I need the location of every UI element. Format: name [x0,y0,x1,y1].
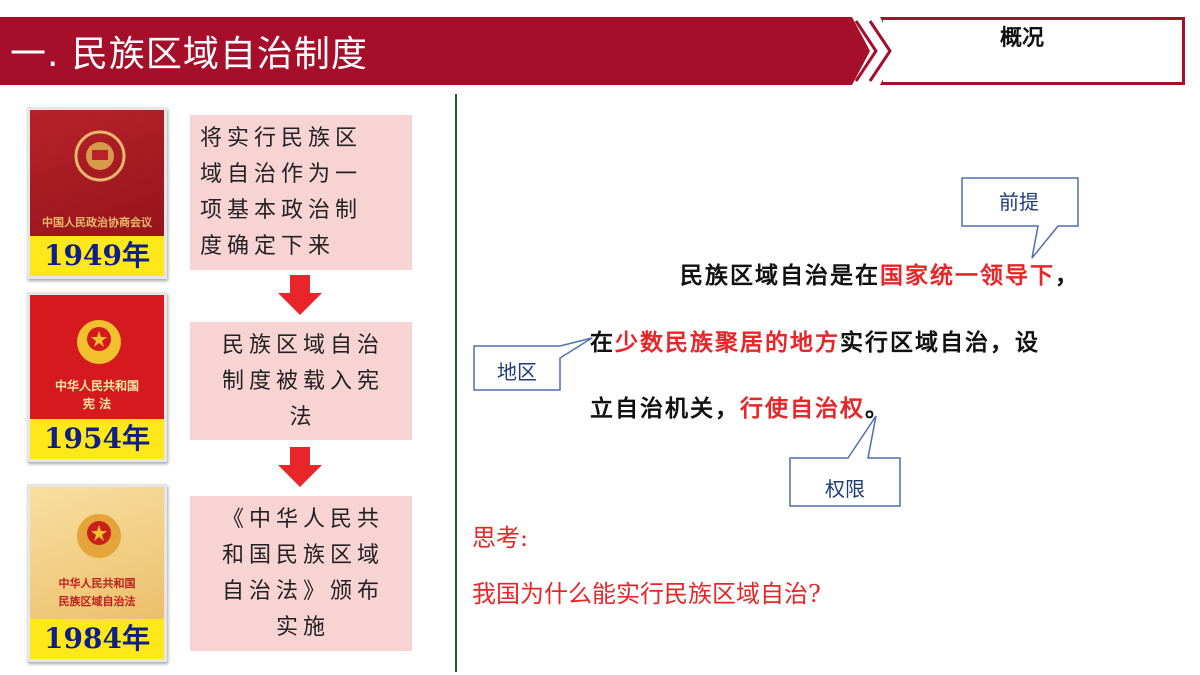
event-description-1984: 《中华人民共 和国民族区域 自治法》颁布 实施 [190,496,412,651]
cover-subtitle: 民族区域自治法 [58,595,136,608]
description-line: 实施 [275,615,330,640]
think-question: 我国为什么能实行民族区域自治? [472,580,821,608]
cover-title: 中国人民政治协商会议 [42,216,152,229]
emblem-icon [77,320,121,364]
callout-region: 地区 [497,360,537,384]
chevron-right-icon [868,20,892,82]
definition-line-1: 民族区域自治是在国家统一领导下， [680,262,1080,289]
description-line: 度确定下来 [200,234,336,259]
description-line: 自治法》颁布 [221,579,384,604]
emblem-icon [77,514,121,558]
description-line: 《中华人民共 [221,507,384,532]
event-description-1954: 民族区域自治 制度被载入宪 法 [190,322,412,440]
description-line: 和国民族区域 [221,543,384,568]
think-label: 思考: [472,524,529,552]
page-title: 一. 民族区域自治制度 [10,34,368,75]
year-label: 1984年 [30,619,164,659]
definition-line-2: 在少数民族聚居的地方实行区域自治，设 [590,329,1040,356]
callout-region-shape [473,337,593,391]
callout-premise: 前提 [999,190,1039,214]
header: 一. 民族区域自治制度 [0,17,1200,85]
description-line: 将实行民族区 [200,126,363,151]
event-description-1949: 将实行民族区 域自治作为一 项基本政治制 度确定下来 [190,115,412,270]
book-cover-1984: 中华人民共和国 民族区域自治法 1984年 [27,484,167,662]
chevron-right-icon [854,20,878,82]
header-bar [0,17,870,85]
cover-subtitle: 宪 法 [82,397,112,411]
description-line: 民族区域自治 [221,333,384,358]
description-line: 法 [289,405,317,430]
definition-line-3: 立自治机关，行使自治权。 [590,395,890,422]
section-tag: 概况 [1000,26,1045,51]
description-line: 制度被载入宪 [221,369,384,394]
description-line: 项基本政治制 [200,198,363,223]
cover-title: 中华人民共和国 [54,379,139,393]
section-tag-box [880,17,1185,85]
book-cover-1954: 中华人民共和国 宪 法 1954年 [27,292,167,462]
year-label: 1949年 [30,236,164,276]
book-cover-1949: 中国人民政治协商会议 1949年 [27,107,167,279]
callout-power-shape [789,415,901,507]
cover-title: 中华人民共和国 [58,577,136,590]
callout-power: 权限 [825,477,865,501]
description-line: 域自治作为一 [200,162,363,187]
divider [455,94,457,672]
arrow-down-icon [278,447,322,487]
arrow-down-icon [278,275,322,315]
emblem-icon [74,130,126,182]
callout-premise-shape [961,177,1079,259]
year-label: 1954年 [30,419,164,459]
